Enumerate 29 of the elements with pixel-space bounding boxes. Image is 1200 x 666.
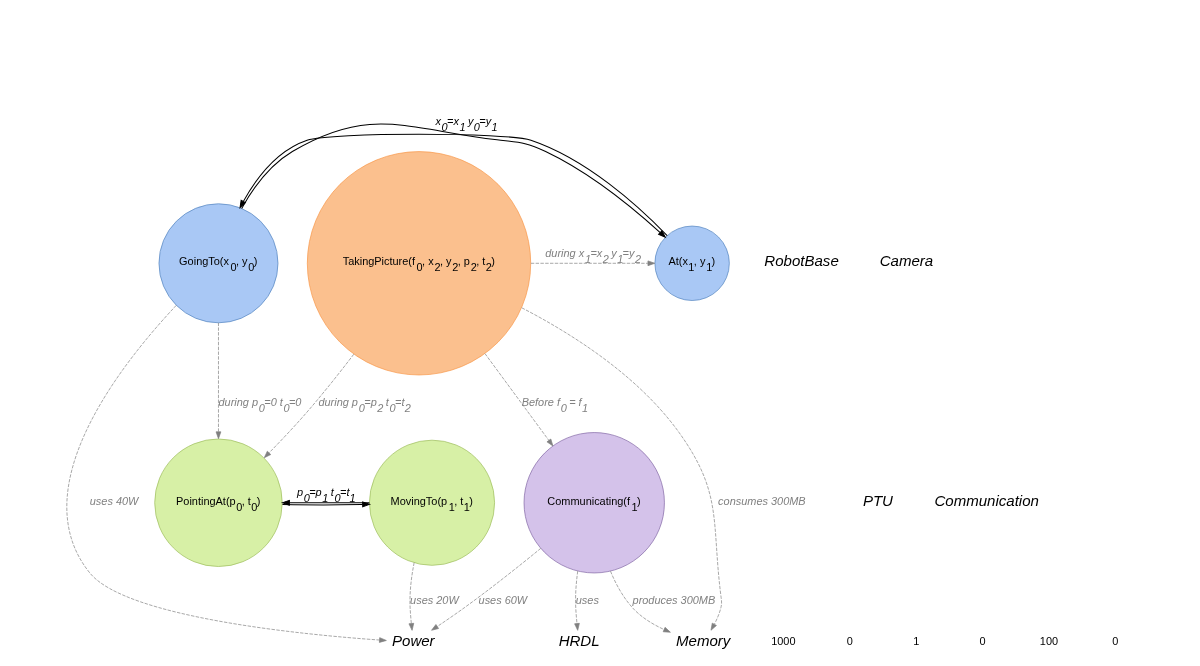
label: 100 [1039,635,1058,648]
label: Camera [879,252,933,270]
label: 1000 [770,635,796,648]
label: Communication [933,491,1039,509]
label: RobotBase [763,252,839,270]
arrow [263,353,354,459]
arrow [530,260,655,266]
edge-label: produces 300MB [632,593,715,606]
node-text: Memory [675,631,730,649]
edge-label: consumes 300MB [717,494,806,507]
arrow [215,322,221,439]
edge-label: uses 60W [478,593,527,606]
label: 0 [979,635,986,648]
arrow [430,548,541,631]
label: PTU [862,491,893,509]
arrow [408,562,414,631]
label: 0 [1111,635,1118,648]
edge-label: uses 20W [409,593,459,606]
arrow [65,305,387,643]
arrow [521,307,722,631]
arrow [609,570,671,633]
label: 1 [912,635,919,648]
arrow [573,570,580,631]
node-text: Power [391,631,435,649]
node-text: HRDL [558,631,600,649]
edge-label: uses [575,593,599,606]
label: 0 [846,635,853,648]
edge-label: uses 40W [89,494,138,507]
arrow [484,353,553,447]
